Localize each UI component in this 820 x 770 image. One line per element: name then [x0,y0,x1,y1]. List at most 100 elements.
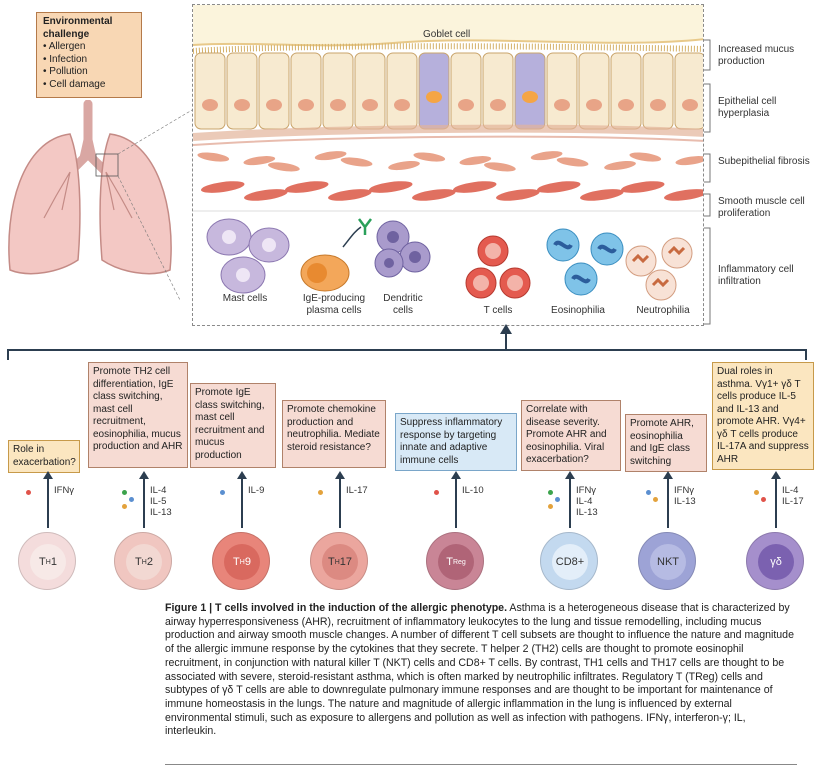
cd8-arrow [565,471,575,528]
eosinophils-group [546,228,624,296]
th1-arrow [43,471,53,528]
nkt-function-box: Promote AHR, eosinophilia and IgE class … [625,414,707,472]
th17-cytokines: IL-17 [346,485,368,496]
cytokine-label: IL-17 [782,496,804,507]
label-inflammatory-infiltration: Inflammatory cell infiltration [718,264,794,287]
gd-cell: γδ [746,532,804,590]
tissue-brackets [704,39,711,325]
label-mucus-production: Increased mucus production [718,44,795,67]
mast-cells-label: Mast cells [222,293,268,304]
environmental-challenge-list: Allergen Infection Pollution Cell damage [43,41,135,91]
cytokine-dot [318,490,323,495]
neutrophils-group [625,237,693,301]
caption-lead: Figure 1 | T cells involved in the induc… [165,602,508,614]
cytokine-label: IFNγ [674,485,695,496]
cytokine-dot [434,490,439,495]
environmental-challenge-title: Environmental challenge [43,16,113,40]
th9-function-box: Promote IgE class switching, mast cell r… [190,383,276,468]
th1-cytokines: IFNγ [54,485,74,496]
cytokine-dot [548,490,553,495]
epithelial-cell [354,52,386,130]
epithelial-cell [290,52,322,130]
caption-rule [165,764,797,765]
epithelial-cell [226,52,258,130]
plasma-cells-group [300,218,372,292]
cd8-cell-label: CD8+ [552,544,588,580]
cytokine-label: IL-4 [576,496,593,507]
epithelial-cell [546,52,578,130]
epithelial-cell [194,52,226,130]
nkt-arrow [663,471,673,528]
cytokine-label: IL-13 [150,507,172,518]
cd8-cell: CD8+ [540,532,598,590]
cytokine-label: IFNγ [576,485,597,496]
challenge-item: Pollution [43,66,135,79]
th17-function-box: Promote chemokine production and neutrop… [282,400,386,468]
environmental-challenge-box: Environmental challenge Allergen Infecti… [36,12,142,98]
dendritic-cells-group [374,220,431,278]
connector-bracket [7,324,807,360]
cytokine-label: IL-13 [576,507,598,518]
dendritic-cells-label: Dendritic cells [383,293,423,316]
gd-arrow [771,471,781,528]
cytokine-dot [220,490,225,495]
cytokine-dot [761,497,766,502]
cytokine-dot [653,497,658,502]
cytokine-label: IL-5 [150,496,167,507]
caption-body: Asthma is a heterogeneous disease that i… [165,602,794,738]
airway-tissue-illustration [193,5,703,301]
cytokine-label: IL-9 [248,485,265,496]
label-subepithelial-fibrosis: Subepithelial fibrosis [718,156,810,167]
challenge-item: Allergen [43,41,135,54]
epithelial-cell [482,52,514,130]
t-cells-label: T cells [483,305,513,316]
mast-cells-group [206,218,290,294]
treg-arrow [451,471,461,528]
treg-cytokines: IL-10 [462,485,484,496]
epithelial-cell [386,52,418,130]
epithelial-cell [642,52,674,130]
label-smooth-muscle: Smooth muscle cell proliferation [718,196,805,219]
label-epithelial-hyperplasia: Epithelial cell hyperplasia [718,96,777,119]
th2-function-box: Promote TH2 cell differentiation, IgE cl… [88,362,188,468]
th2-arrow [139,471,149,528]
epithelial-cell [578,52,610,130]
nkt-cell: NKT [638,532,696,590]
cytokine-label: IL-10 [462,485,484,496]
epithelial-cell [258,52,290,130]
th1-function-box: Role in exacerbation? [8,440,80,473]
plasma-cells-label: IgE-producing plasma cells [302,293,366,316]
cytokine-label: IL-4 [782,485,799,496]
cd8-function-box: Correlate with disease severity. Promote… [521,400,621,471]
cytokine-dot [754,490,759,495]
cytokine-dot [555,497,560,502]
airway-tissue-panel: Goblet cell Mast cells IgE-producing pla… [192,4,704,326]
gd-function-box: Dual roles in asthma. Vγ1+ γδ T cells pr… [712,362,814,470]
epithelial-cell [450,52,482,130]
eosinophilia-label: Eosinophilia [551,305,605,316]
challenge-item: Cell damage [43,79,135,92]
t-cells-group [465,235,531,299]
th17-arrow [335,471,345,528]
nkt-cell-label: NKT [650,544,686,580]
cytokine-label: IL-4 [150,485,167,496]
epithelial-cell [674,52,703,130]
cytokine-dot [122,504,127,509]
th9-arrow [237,471,247,528]
neutrophilia-label: Neutrophilia [636,305,690,316]
challenge-item: Infection [43,54,135,67]
gd-cell-label: γδ [758,544,794,580]
cytokine-label: IL-17 [346,485,368,496]
treg-function-box: Suppress inflammatory response by target… [395,413,517,471]
